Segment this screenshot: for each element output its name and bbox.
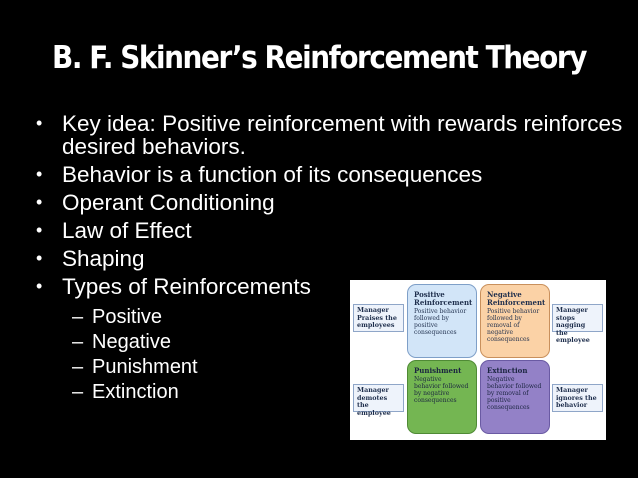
bullet-item: • Types of Reinforcements (30, 275, 630, 298)
sub-bullet-item: – Negative (72, 330, 332, 355)
sub-bullet-list: – Positive – Negative – Punishment – Ext… (72, 305, 332, 405)
slide-title: B. F. Skinner’s Reinforcement Theory (52, 40, 587, 76)
sub-bullet-text: Punishment (92, 356, 198, 378)
bullet-item: • Behavior is a function of its conseque… (30, 163, 630, 186)
quadrant-punishment: Punishment Negative behavior followed by… (407, 360, 477, 434)
bullet-text: Types of Reinforcements (62, 274, 311, 299)
bullet-text: Key idea: Positive reinforcement with re… (62, 111, 623, 159)
bullet-icon: • (36, 192, 43, 212)
dash-icon: – (72, 306, 84, 328)
sub-bullet-item: – Extinction (72, 380, 332, 405)
sub-bullet-text: Negative (92, 331, 171, 353)
quadrant-description: Positive behavior followed by removal of… (487, 308, 540, 343)
bullet-text: Law of Effect (62, 218, 192, 243)
side-box-bottom-left: Manager demotes the employee (353, 384, 404, 416)
reinforcement-diagram: Manager Praises the employees Manager st… (350, 280, 606, 440)
bullet-text: Operant Conditioning (62, 190, 275, 215)
sub-bullet-text: Positive (92, 306, 163, 328)
dash-icon: – (72, 331, 84, 353)
bullet-item: • Key idea: Positive reinforcement with … (30, 112, 630, 158)
side-box-top-left: Manager Praises the employees (353, 304, 404, 332)
bullet-text: Shaping (62, 246, 145, 271)
bullet-icon: • (36, 113, 43, 133)
side-box-top-right: Manager stops nagging the employee (552, 304, 603, 344)
bullet-text: Behavior is a function of its consequenc… (62, 162, 483, 187)
quadrant-description: Positive behavior followed by positive c… (414, 308, 467, 336)
sub-bullet-item: – Positive (72, 305, 332, 330)
bullet-item: • Shaping (30, 247, 630, 270)
bullet-item: • Operant Conditioning (30, 191, 630, 214)
quadrant-title: Punishment (414, 366, 462, 375)
dash-icon: – (72, 381, 84, 403)
bullet-icon: • (36, 164, 43, 184)
quadrant-title: Negative Reinforcement (487, 290, 546, 307)
quadrant-extinction: Extinction Negative behavior followed by… (480, 360, 550, 434)
side-box-bottom-right: Manager ignores the behavior (552, 384, 603, 412)
bullet-icon: • (36, 248, 43, 268)
quadrant-title: Extinction (487, 366, 528, 375)
bullet-icon: • (36, 220, 43, 240)
sub-bullet-item: – Punishment (72, 355, 332, 380)
bullet-item: • Law of Effect (30, 219, 630, 242)
quadrant-negative-reinforcement: Negative Reinforcement Positive behavior… (480, 284, 550, 358)
bullet-list: • Key idea: Positive reinforcement with … (30, 112, 630, 303)
quadrant-positive-reinforcement: Positive Reinforcement Positive behavior… (407, 284, 477, 358)
bullet-icon: • (36, 276, 43, 296)
quadrant-title: Positive Reinforcement (414, 290, 473, 307)
quadrant-description: Negative behavior followed by negative c… (414, 376, 469, 404)
sub-bullet-text: Extinction (92, 381, 179, 403)
quadrant-description: Negative behavior followed by removal of… (487, 376, 542, 411)
dash-icon: – (72, 356, 84, 378)
